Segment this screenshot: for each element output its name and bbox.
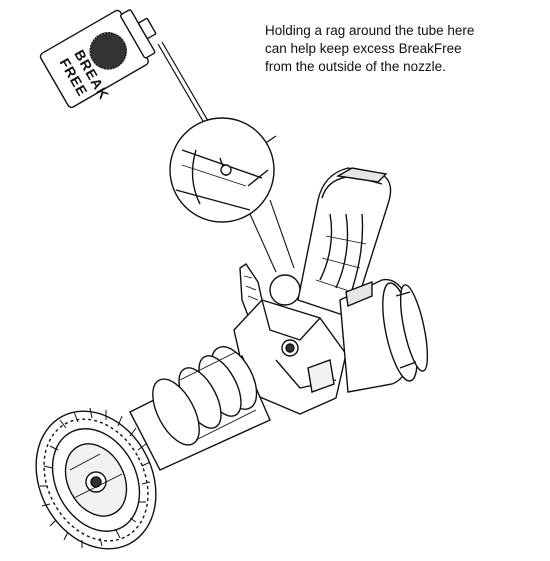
- magnified-detail-circle: [169, 117, 275, 223]
- pistol-grip: [297, 167, 392, 319]
- magnifier-connector-lines: [249, 199, 295, 273]
- tube-opening: [220, 164, 232, 176]
- callout-line-3: from the outside of the nozzle.: [265, 59, 446, 74]
- callout-text: Holding a rag around the tube here can h…: [265, 22, 550, 76]
- nozzle-barrel: [129, 346, 271, 471]
- fog-tip-bumper: [35, 407, 157, 550]
- callout-line-2: can help keep excess BreakFree: [265, 41, 462, 56]
- callout-line-1: Holding a rag around the tube here: [265, 23, 475, 38]
- spray-can: BREAK FREE: [39, 9, 157, 108]
- spray-can-nozzle-cap: [138, 17, 157, 40]
- inlet-coupling: [339, 278, 429, 393]
- valve-body: [233, 299, 347, 415]
- highlight-circle: [269, 274, 301, 306]
